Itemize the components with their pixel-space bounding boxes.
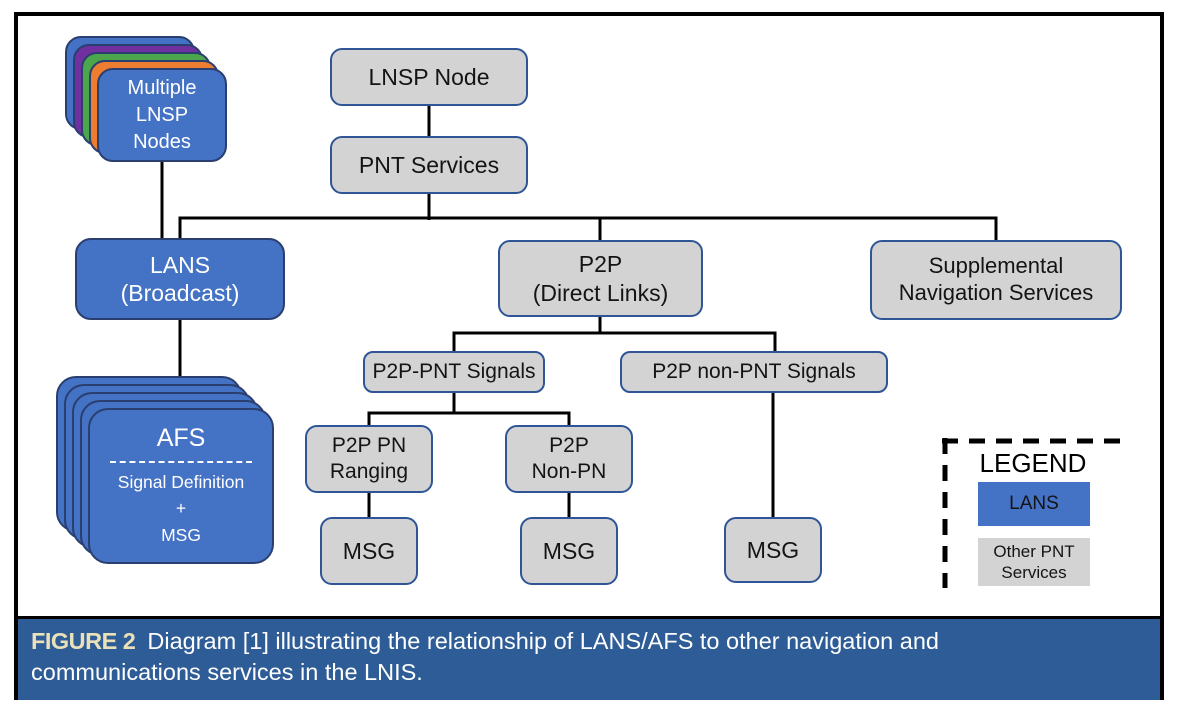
legend-swatch-lans: LANS: [978, 482, 1090, 526]
legend-title: LEGEND: [979, 448, 1087, 478]
node-lans-broadcast: LANS (Broadcast): [75, 238, 285, 320]
node-lnsp-node: LNSP Node: [330, 48, 528, 106]
afs-subtext: Signal Definition + MSG: [117, 472, 245, 545]
legend-swatch-other-pnt: Other PNT Services: [978, 538, 1090, 586]
node-msg-non-pnt: MSG: [724, 517, 822, 583]
node-supplemental-navigation-services: Supplemental Navigation Services: [870, 240, 1122, 320]
node-multiple-lnsp-nodes: Multiple LNSP Nodes: [97, 68, 227, 162]
node-afs: AFS Signal Definition + MSG: [88, 408, 274, 564]
node-p2p-direct-links: P2P (Direct Links): [498, 240, 703, 317]
figure-caption-tag: FIGURE 2: [31, 628, 136, 654]
afs-separator-dashed: [110, 461, 252, 464]
node-p2p-non-pnt-signals: P2P non-PNT Signals: [620, 351, 888, 393]
node-p2p-non-pn: P2P Non-PN: [505, 425, 633, 493]
node-p2p-pnt-signals: P2P-PNT Signals: [363, 351, 545, 393]
afs-title: AFS: [156, 424, 206, 453]
node-msg-ranging: MSG: [320, 517, 418, 585]
node-msg-non-pn: MSG: [520, 517, 618, 585]
node-pnt-services: PNT Services: [330, 136, 528, 194]
figure-caption-text: Diagram [1] illustrating the relationshi…: [31, 628, 939, 686]
node-p2p-pn-ranging: P2P PN Ranging: [305, 425, 433, 493]
